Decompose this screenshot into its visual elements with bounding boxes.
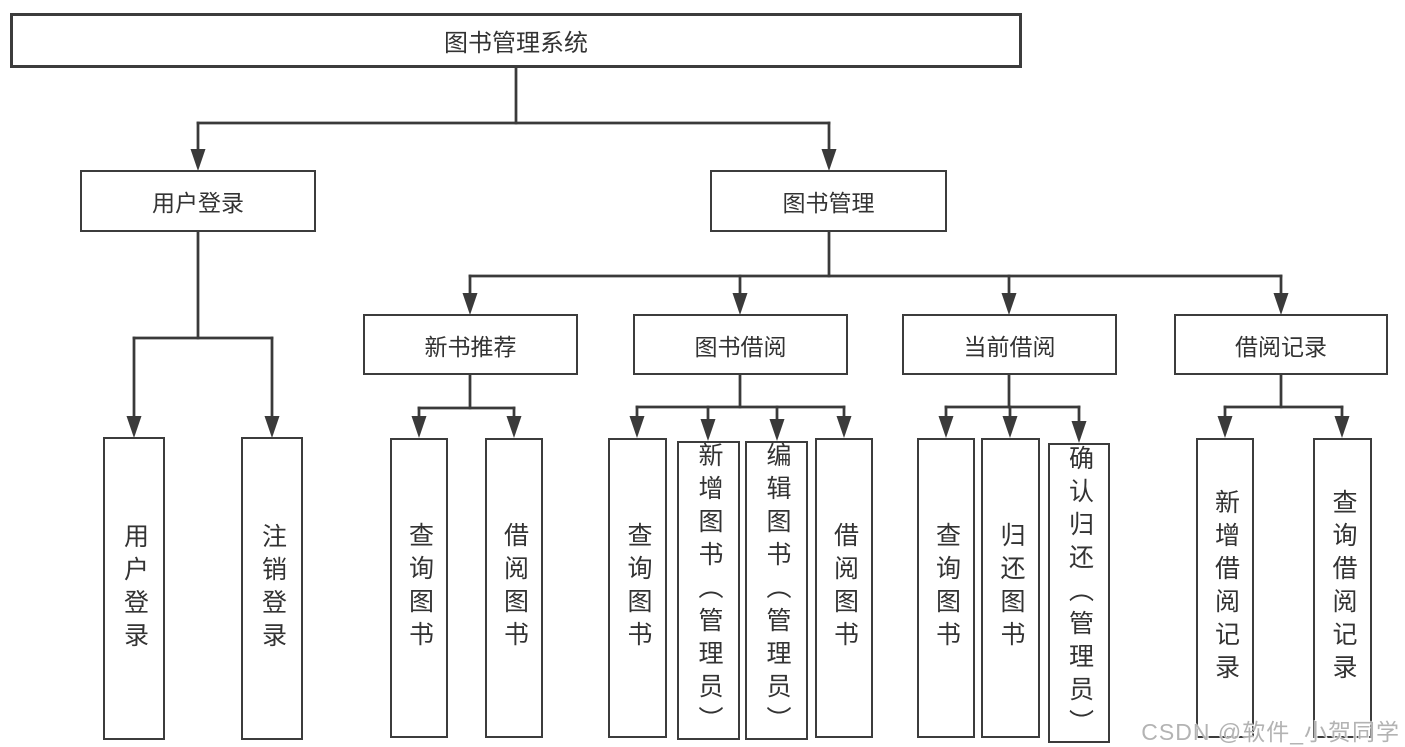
leaf-borrow-edit-books-admin-label: 编辑图书（管理员）: [763, 442, 791, 739]
arrow-down-icon: [769, 419, 785, 441]
leaf-logout-label: 注销登录: [258, 522, 287, 655]
node-book-borrow-label: 图书借阅: [694, 333, 787, 360]
leaf-borrow-edit-books-admin: 编辑图书（管理员）: [745, 441, 808, 740]
leaf-current-query-books-label: 查询图书: [932, 522, 961, 654]
leaf-newbook-query-books: 查询图书: [390, 438, 448, 738]
node-library-system: 图书管理系统: [10, 13, 1022, 68]
leaf-current-confirm-return-admin-label: 确认归还（管理员）: [1065, 444, 1094, 742]
node-current-borrow-label: 当前借阅: [963, 333, 1056, 360]
arrow-down-icon: [821, 149, 837, 171]
arrow-down-icon: [1334, 416, 1350, 438]
leaf-borrow-add-books-admin-label: 新增图书（管理员）: [695, 442, 723, 739]
arrow-down-icon: [1273, 293, 1289, 315]
node-borrow-records: 借阅记录: [1174, 314, 1388, 375]
leaf-borrow-query-books-label: 查询图书: [624, 522, 652, 654]
arrow-down-icon: [190, 149, 206, 171]
arrow-down-icon: [264, 416, 280, 438]
node-new-book-recommend-label: 新书推荐: [424, 333, 517, 360]
arrow-down-icon: [700, 419, 716, 441]
leaf-logout: 注销登录: [241, 437, 303, 740]
arrow-down-icon: [506, 416, 522, 438]
arrow-down-icon: [411, 416, 427, 438]
leaf-current-query-books: 查询图书: [917, 438, 975, 738]
leaf-borrow-query-books: 查询图书: [608, 438, 667, 738]
arrow-down-icon: [1217, 416, 1233, 438]
leaf-current-return-books-label: 归还图书: [997, 522, 1025, 654]
arrow-down-icon: [126, 416, 142, 438]
leaf-current-confirm-return-admin: 确认归还（管理员）: [1048, 443, 1110, 743]
node-book-management-label: 图书管理: [782, 190, 875, 216]
leaf-newbook-borrow-books: 借阅图书: [485, 438, 543, 738]
leaf-records-query-record: 查询借阅记录: [1313, 438, 1372, 738]
node-user-login-label: 用户登录: [152, 190, 244, 216]
node-book-management: 图书管理: [710, 170, 947, 232]
leaf-newbook-query-books-label: 查询图书: [405, 522, 434, 654]
leaf-current-return-books: 归还图书: [981, 438, 1040, 738]
node-new-book-recommend: 新书推荐: [363, 314, 578, 375]
leaf-records-add-record-label: 新增借阅记录: [1211, 489, 1240, 687]
node-book-borrow: 图书借阅: [633, 314, 848, 375]
leaf-borrow-add-books-admin: 新增图书（管理员）: [677, 441, 740, 740]
leaf-borrow-borrow-books: 借阅图书: [815, 438, 873, 738]
node-current-borrow: 当前借阅: [902, 314, 1117, 375]
watermark: CSDN @软件_小贺同学: [1141, 719, 1400, 745]
arrow-down-icon: [629, 416, 645, 438]
leaf-records-query-record-label: 查询借阅记录: [1329, 489, 1357, 687]
leaf-user-login-label: 用户登录: [120, 522, 149, 655]
leaf-borrow-borrow-books-label: 借阅图书: [830, 522, 859, 654]
node-library-system-label: 图书管理系统: [444, 30, 588, 57]
arrow-down-icon: [836, 416, 852, 438]
leaf-records-add-record: 新增借阅记录: [1196, 438, 1254, 738]
arrow-down-icon: [462, 293, 478, 315]
node-user-login: 用户登录: [80, 170, 316, 232]
arrow-down-icon: [938, 416, 954, 438]
arrow-down-icon: [1071, 421, 1087, 443]
arrow-down-icon: [732, 293, 748, 315]
arrow-down-icon: [1001, 293, 1017, 315]
arrow-down-icon: [1002, 416, 1018, 438]
leaf-user-login: 用户登录: [103, 437, 165, 740]
leaf-newbook-borrow-books-label: 借阅图书: [500, 522, 529, 654]
node-borrow-records-label: 借阅记录: [1235, 333, 1327, 360]
